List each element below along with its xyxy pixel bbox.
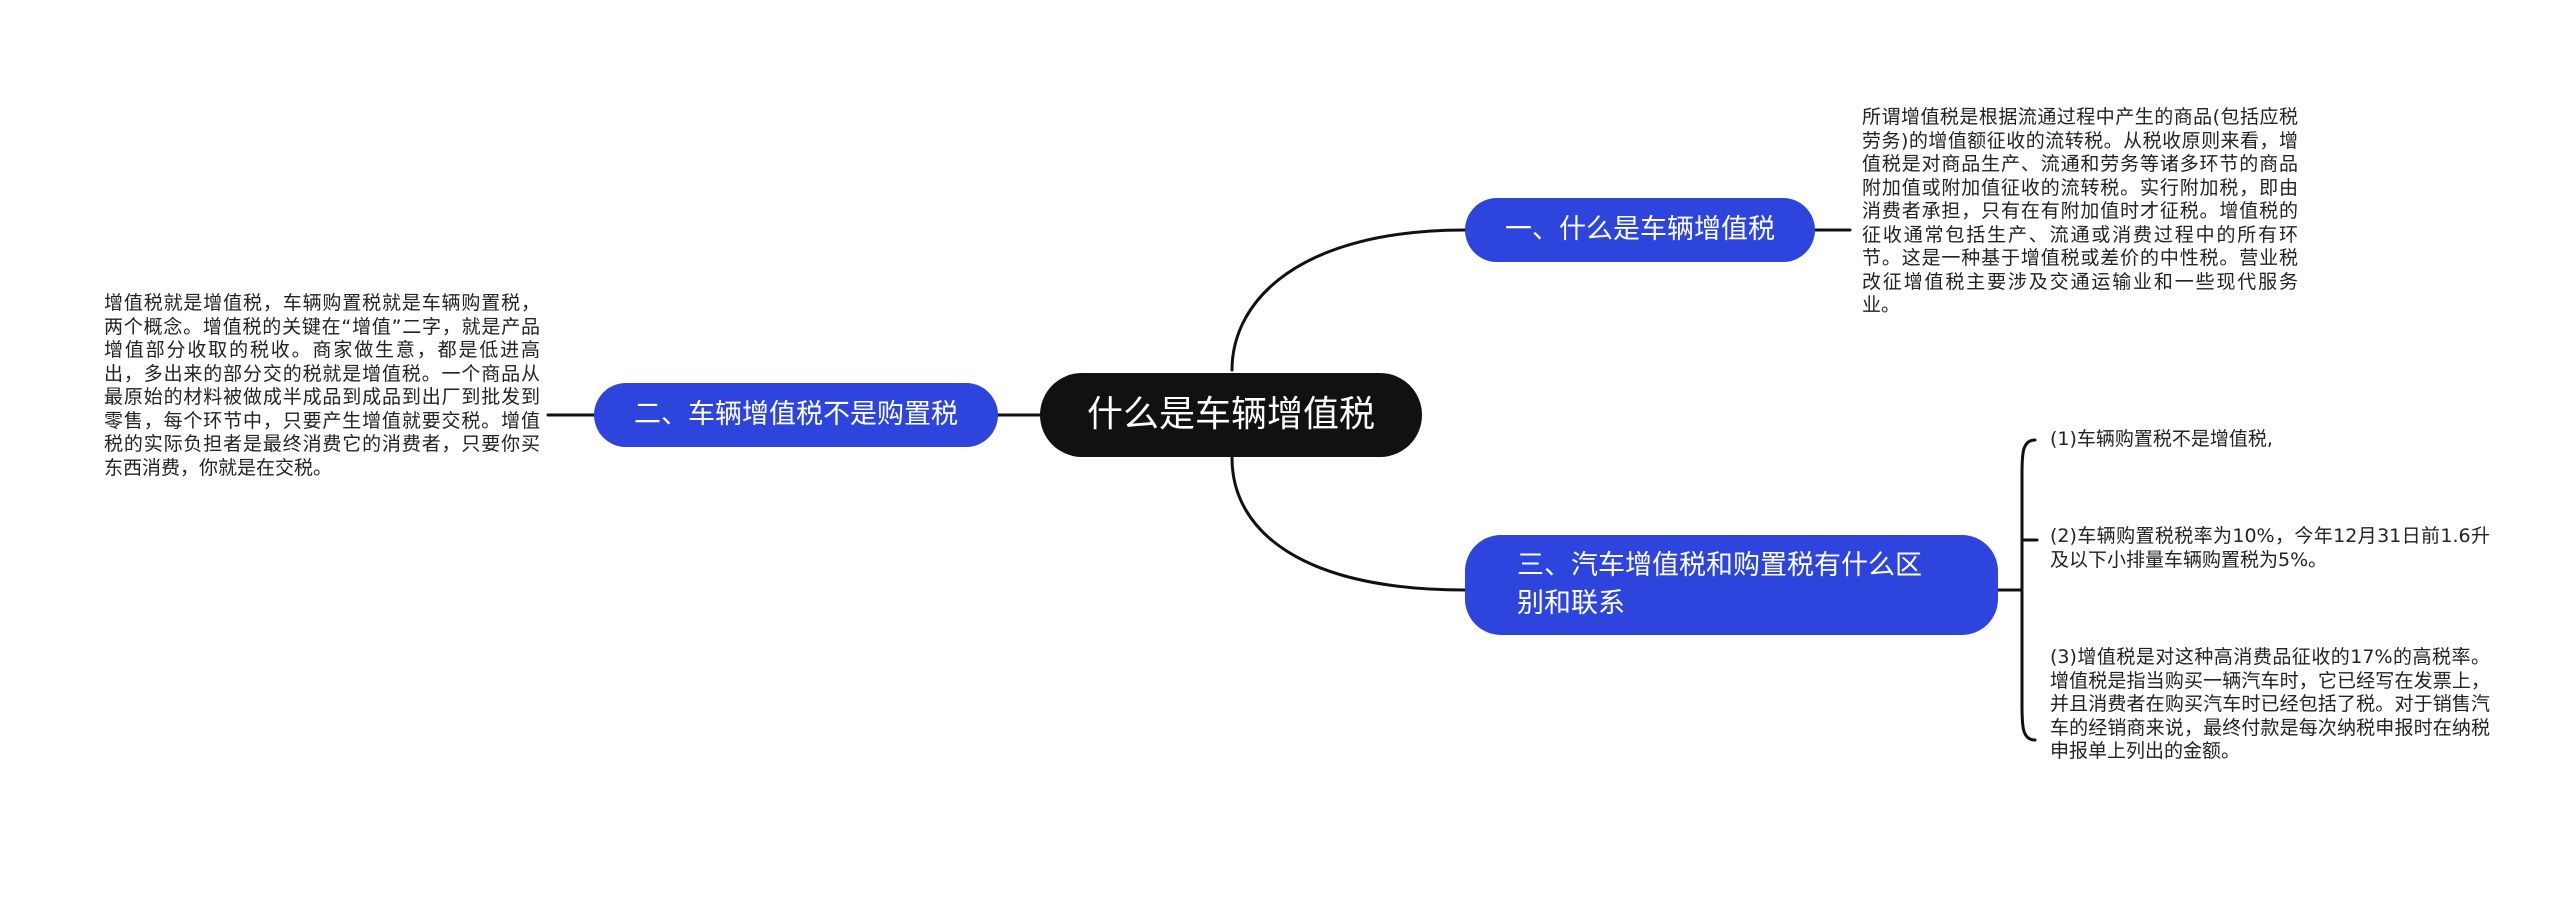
connector-root-to-branch-3	[1230, 456, 1467, 592]
detail-text-vat-rate-and-payment: (3)增值税是对这种高消费品征收的17%的高税率。增值税是指当购买一辆汽车时，它…	[2050, 646, 2490, 762]
connector-root-to-branch-1	[1230, 228, 1467, 372]
detail-text-vat-vs-purchase-tax: 增值税就是增值税，车辆购置税就是车辆购置税，两个概念。增值税的关键在“增值”二字…	[104, 292, 540, 479]
root-node-label: 什么是车辆增值税	[1086, 394, 1375, 435]
connector-branch-3-bracket	[2020, 438, 2037, 742]
branch-node-label: 三、汽车增值税和购置税有什么区别和联系	[1517, 550, 1922, 619]
branch-node-difference-and-relation[interactable]: 三、汽车增值税和购置税有什么区别和联系	[1465, 535, 1998, 635]
detail-text-purchase-tax-rate: (2)车辆购置税税率为10%，今年12月31日前1.6升及以下小排量车辆购置税为…	[2050, 525, 2490, 571]
detail-text-vat-definition: 所谓增值税是根据流通过程中产生的商品(包括应税劳务)的增值额征收的流转税。从税收…	[1862, 106, 2298, 316]
branch-node-what-is-vat[interactable]: 一、什么是车辆增值税	[1465, 198, 1815, 262]
root-node[interactable]: 什么是车辆增值税	[1040, 373, 1422, 457]
branch-node-label: 一、什么是车辆增值税	[1505, 214, 1775, 245]
branch-node-label: 二、车辆增值税不是购置税	[634, 399, 958, 430]
detail-text-purchase-tax-not-vat: (1)车辆购置税不是增值税,	[2050, 428, 2273, 450]
branch-node-vat-not-purchase-tax[interactable]: 二、车辆增值税不是购置税	[594, 383, 998, 447]
